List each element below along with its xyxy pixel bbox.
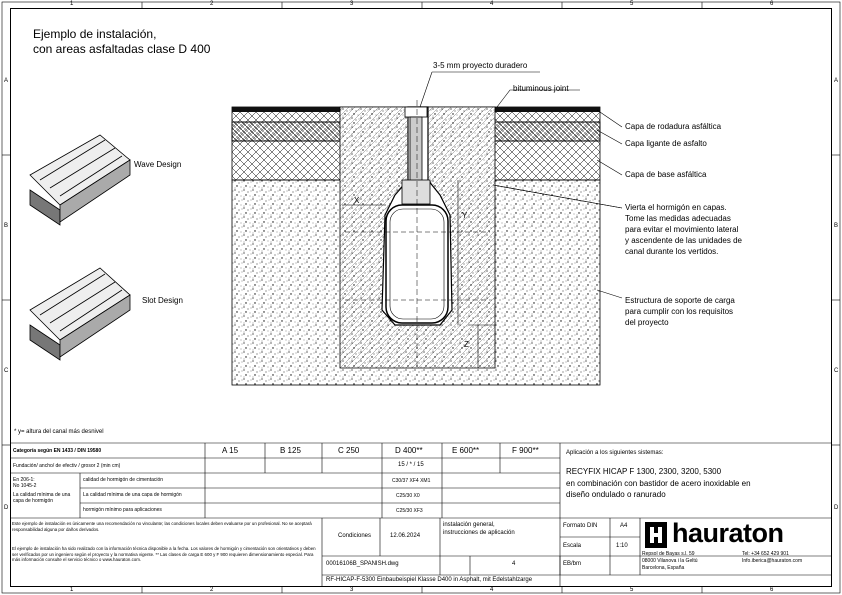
concrete-callout-line: para evitar el movimiento lateral [625,225,739,234]
title-line-1: Ejemplo de instalación, [33,27,157,41]
row-label-b: B [4,223,9,229]
concrete-callout-line: Tome las medidas adecuadas [625,214,731,223]
rodadura-callout: Capa de rodadura asfáltica [625,122,722,131]
dim-z: Z [464,340,469,349]
cross-section [231,100,601,386]
col-label-3-bottom: 3 [350,587,354,593]
application-label: Aplicación a los siguientes sistemas: [566,450,664,456]
base-callout: Capa de base asfáltica [625,170,707,179]
address-line-1: Repsol de Bayas s.l. 59 [642,551,695,557]
dim-x: X [354,196,360,205]
col-label-4: 4 [490,1,494,7]
class-e600: E 600** [452,446,480,455]
brand-logo: hauraton [672,518,784,548]
slot-design-illustration [29,267,131,361]
row-a3-label: hormigón mínimo para aplicaciones [83,507,162,513]
bituminous-joint-callout: bituminous joint [513,84,569,93]
sheet-frame [10,8,832,587]
col-label-5-bottom: 5 [630,587,634,593]
row-label-d: D [4,505,9,511]
legal-note-2: El ejemplo de instalación ha sido realiz… [12,546,316,562]
leader-lines [419,71,623,299]
class-a15: A 15 [222,446,239,455]
row-label-a: A [4,78,9,84]
slot-design-label: Slot Design [142,296,183,305]
application-desc-2: diseño ondulado o ranurado [566,490,666,499]
scale-value: 1:10 [616,543,628,549]
row-label-a-right: A [834,78,839,84]
row-label-b-right: B [834,223,839,229]
joint-top-callout: 3-5 mm proyecto duradero [433,61,528,70]
file-name: 00016106B_SPANISH.dwg [326,561,399,567]
application-systems: RECYFIX HICAP F 1300, 2300, 3200, 5300 [566,467,722,476]
sheet-number: 4 [512,561,516,567]
hauraton-logo-icon [645,522,667,548]
support-callout-line: para cumplir con los requisitos [625,307,734,316]
row-a2-label: La calidad mínima de una capa de hormigó… [83,492,182,498]
col-label-3: 3 [350,1,354,7]
col-label-2-bottom: 2 [210,587,214,593]
category-label: Categoría según EN 1433 / DIN 19580 [13,448,102,454]
concrete-callout-line: Vierta el hormigón en capas. [625,203,727,212]
title-line-2: con areas asfaltadas clase D 400 [33,42,211,56]
col-label-6: 6 [770,1,774,7]
install-line-2: instrucciones de aplicación [443,530,515,536]
norm-label: En 206-1: No 1045-2 [13,477,37,489]
class-f900: F 900** [512,446,539,455]
application-desc-1: en combinación con bastidor de acero ino… [566,479,751,488]
support-callout-line: Estructura de soporte de carga [625,296,735,305]
col-label-6-bottom: 6 [770,587,774,593]
row-a1-value: C30/37 XF4 XM1 [392,478,431,484]
foundation-value: 15 / * / 15 [398,462,424,468]
class-d400: D 400** [395,446,423,455]
class-c250: C 250 [338,446,360,455]
row-a2-value: C25/30 X0 [396,493,420,499]
col-label-1: 1 [70,1,74,7]
row-a1-label: calidad de hormigón de cimentación [83,477,164,483]
email: Info.iberica@hauraton.com [742,558,803,564]
format-label: Formato DIN [563,523,598,529]
user-code: EB/bm [563,561,582,567]
conditions-label: Condiciones [338,533,372,539]
col-label-4-bottom: 4 [490,587,494,593]
wave-design-illustration [29,134,131,226]
dim-y: Y [462,211,468,220]
address-line-2: 08000 Vilanova i la Geltú [642,558,698,564]
legal-note-1: Este ejemplo de instalación es únicament… [12,521,312,532]
concrete-callout-line: canal durante los vertidos. [625,247,719,256]
format-value: A4 [620,523,628,529]
class-b125: B 125 [280,446,301,455]
wave-design-label: Wave Design [134,160,182,169]
col-label-1-bottom: 1 [70,587,74,593]
scale-label: Escala [563,543,582,549]
spec-table [10,442,832,587]
ligante-callout: Capa ligante de asfalto [625,139,707,148]
concrete-callout-line: y ascendente de las unidades de [625,236,742,245]
concrete-callout: Vierta el hormigón en capas. Tome las me… [625,202,742,257]
install-line-1: instalación general, [443,522,495,528]
drawing-name: RF-HICAP-F-5300 Einbaubeispiel Klasse D4… [326,577,533,583]
col-label-5: 5 [630,1,634,7]
support-callout-line: del proyecto [625,318,669,327]
support-callout: Estructura de soporte de carga para cump… [625,295,735,328]
phone: Tel: +34 652 429 901 [742,551,789,557]
row-label-c: C [4,368,9,374]
footnote: * y= altura del canal más desnivel [14,429,104,435]
foundation-label: Fundación/ ancho/ de efectiv / grosor 2 … [13,463,121,469]
col-label-2: 2 [210,1,214,7]
row-a2-left-label: La calidad mínima de una capa de hormigó… [13,492,71,504]
row-a3-value: C25/30 XF3 [396,508,423,514]
row-label-d-right: D [834,505,839,511]
row-label-c-right: C [834,368,839,374]
address-line-3: Barcelona, España [642,565,685,571]
date-value: 12.06.2024 [390,533,421,539]
